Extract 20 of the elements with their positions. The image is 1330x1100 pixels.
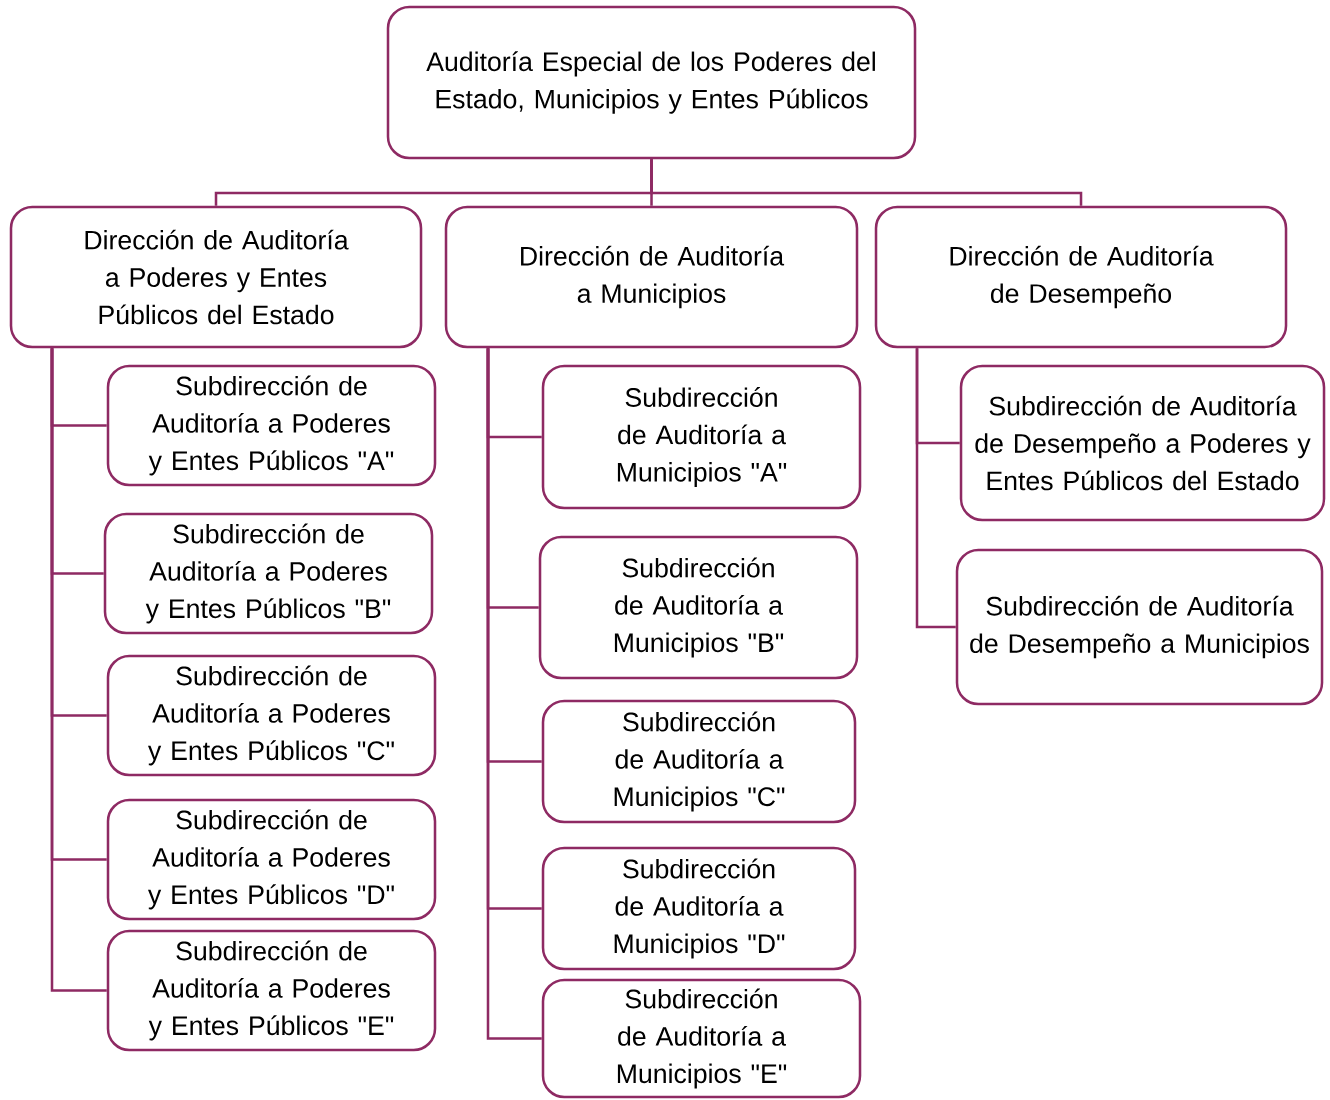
org-box: Dirección de Auditoría de Desempeño: [874, 205, 1288, 349]
org-box: Subdirección de Auditoría a Municipios "E": [541, 978, 862, 1099]
org-box: Subdirección de Auditoría a Poderes y Entes Públicos "B": [103, 512, 434, 635]
org-box: Subdirección de Auditoría a Poderes y Entes Públicos "C": [106, 654, 437, 777]
org-box: Subdirección de Auditoría a Municipios "A": [541, 364, 862, 510]
org-box: Subdirección de Auditoría de Desempeño a Poderes y Entes Públicos del Estado: [959, 364, 1326, 522]
org-box: Dirección de Auditoría a Poderes y Entes Públicos del Estado: [9, 205, 423, 349]
connector-line: [486, 348, 542, 1040]
org-box: Subdirección de Auditoría a Poderes y Entes Públicos "A": [106, 364, 437, 487]
org-box: Subdirección de Auditoría a Municipios "D": [541, 846, 857, 971]
org-box: Subdirección de Auditoría de Desempeño a Municipios: [955, 548, 1324, 706]
connector-line: [50, 348, 107, 992]
org-box: Dirección de Auditoría a Municipios: [444, 205, 859, 349]
connector-line: [915, 348, 956, 629]
org-box: Subdirección de Auditoría a Poderes y Entes Públicos "D": [106, 798, 437, 921]
org-box: Auditoría Especial de los Poderes del Estado, Municipios y Entes Públicos: [386, 5, 917, 160]
org-box: Subdirección de Auditoría a Poderes y Entes Públicos "E": [106, 929, 437, 1052]
connector-line: [650, 159, 1083, 206]
org-box: Subdirección de Auditoría a Municipios "C": [541, 699, 857, 824]
org-box: Subdirección de Auditoría a Municipios "B": [538, 535, 859, 680]
